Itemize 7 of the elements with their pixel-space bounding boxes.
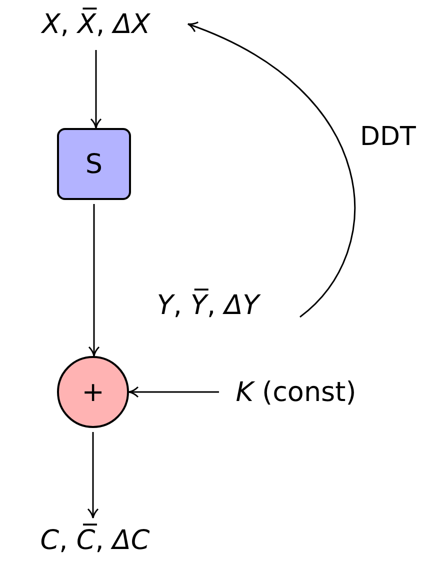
math-label: C, C̅, ΔC — [40, 524, 150, 556]
node-label: + — [82, 376, 104, 408]
process-box — [57, 128, 131, 200]
math-label: Y, Y̅, ΔY — [156, 290, 260, 320]
math-label: K (const) — [236, 376, 356, 408]
math-label: X, X̅, ΔX — [42, 8, 150, 40]
node-label: S — [85, 148, 103, 180]
